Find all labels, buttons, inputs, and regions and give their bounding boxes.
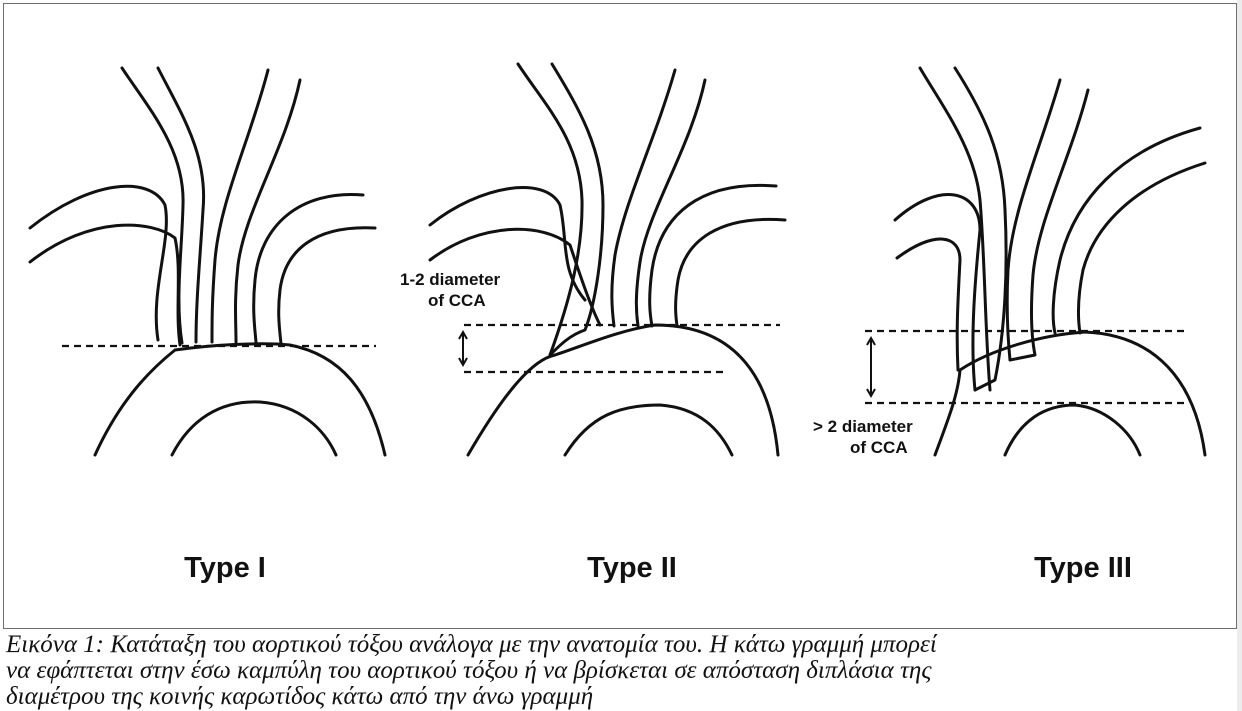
panel-type-1: Type I — [30, 68, 385, 584]
left-subclavian-type-1 — [254, 195, 375, 344]
distance-arrow-type-2 — [459, 332, 467, 365]
aortic-arch-type-2 — [468, 325, 778, 455]
distance-arrow-type-3 — [867, 338, 875, 396]
brachiocephalic-trunk-type-3 — [895, 68, 1006, 390]
panel-type-2: 1-2 diameter of CCA Type II — [400, 64, 785, 584]
aortic-arch-type-1 — [95, 344, 385, 455]
figure-caption: Εικόνα 1: Κατάταξη του αορτικού τόξου αν… — [6, 632, 1234, 710]
type-label-2: Type II — [587, 552, 677, 584]
panel-type-3: > 2 diameter of CCA Type III — [813, 68, 1205, 584]
left-subclavian-type-3 — [1053, 128, 1205, 333]
annotation-line-1-type-3: > 2 diameter — [813, 417, 913, 436]
annotation-line-2-type-2: of CCA — [428, 291, 486, 310]
type-label-1: Type I — [184, 552, 266, 584]
type-label-3: Type III — [1034, 552, 1132, 584]
brachiocephalic-trunk-type-1 — [30, 68, 204, 345]
left-subclavian-type-2 — [650, 185, 785, 326]
left-common-carotid-type-2 — [612, 70, 705, 326]
aortic-arch-type-3 — [935, 332, 1205, 455]
left-common-carotid-type-1 — [212, 70, 300, 342]
caption-line-3: διαμέτρου της κοινής καρωτίδος κάτω από … — [6, 684, 1234, 710]
brachiocephalic-trunk-type-2 — [430, 64, 603, 355]
annotation-line-1-type-2: 1-2 diameter — [400, 270, 501, 289]
caption-line-1: Εικόνα 1: Κατάταξη του αορτικού τόξου αν… — [6, 632, 1234, 658]
caption-line-2: να εφάπτεται στην έσω καμπύλη του αορτικ… — [6, 658, 1234, 684]
annotation-line-2-type-3: of CCA — [850, 438, 908, 457]
